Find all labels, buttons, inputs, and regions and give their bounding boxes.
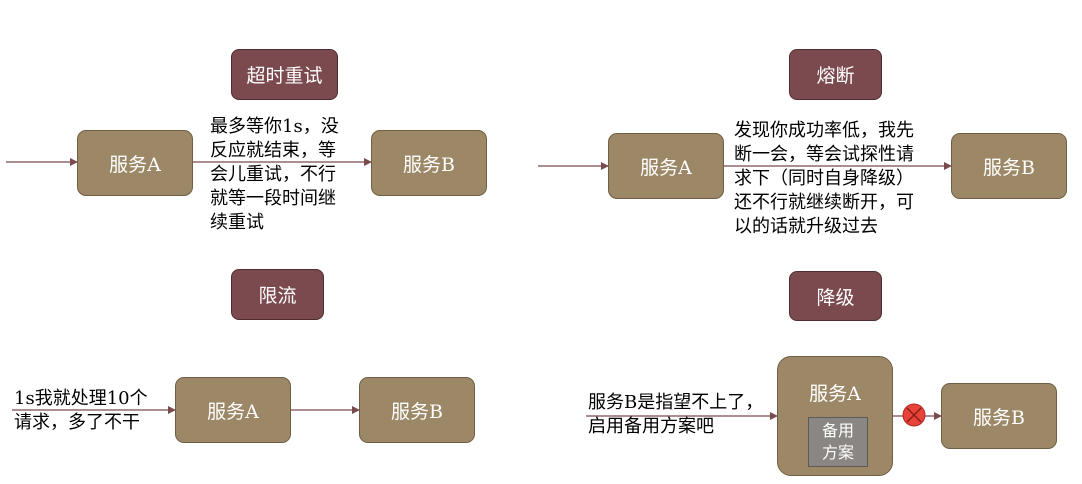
service-b-box: 服务B <box>941 383 1057 449</box>
service-a-box: 服务A <box>608 133 724 199</box>
note-line: 就等一段时间继 <box>210 188 336 209</box>
rate-limit-note: 1s我就处理10个 请求，多了不干 <box>14 387 148 435</box>
service-b-box: 服务B <box>359 377 475 443</box>
note-line: 请求，多了不干 <box>14 412 140 433</box>
note-line: 服务B是指望不上了， <box>588 392 764 413</box>
note-line: 还不行就继续断开，可 <box>734 192 914 213</box>
note-line: 以的话就升级过去 <box>734 216 878 237</box>
backup-line: 方案 <box>821 443 854 462</box>
circuit-breaker-title: 熔断 <box>789 49 882 100</box>
backup-line: 备用 <box>821 421 854 440</box>
note-line: 1s我就处理10个 <box>14 388 148 409</box>
note-line: 发现你成功率低，我先 <box>734 120 914 141</box>
service-b-box: 服务B <box>371 130 487 196</box>
note-line: 启用备用方案吧 <box>588 416 714 437</box>
timeout-retry-note: 最多等你1s，没 反应就结束，等 会儿重试，不行 就等一段时间继 续重试 <box>210 115 339 235</box>
note-line: 最多等你1s，没 <box>210 116 339 137</box>
rate-limit-title: 限流 <box>231 269 324 320</box>
backup-plan-box: 备用 方案 <box>808 417 868 467</box>
note-line: 会儿重试，不行 <box>210 164 336 185</box>
timeout-retry-title: 超时重试 <box>231 49 338 100</box>
circuit-breaker-note: 发现你成功率低，我先 断一会，等会试探性请 求下（同时自身降级） 还不行就继续断… <box>734 119 914 239</box>
service-a-box: 服务A <box>175 377 291 443</box>
service-a-label: 服务A <box>809 383 861 405</box>
note-line: 断一会，等会试探性请 <box>734 144 914 165</box>
degrade-note: 服务B是指望不上了， 启用备用方案吧 <box>588 391 763 439</box>
blocked-icon <box>902 403 926 427</box>
service-b-box: 服务B <box>951 133 1067 199</box>
note-line: 反应就结束，等 <box>210 140 336 161</box>
note-line: 续重试 <box>210 212 264 233</box>
note-line: 求下（同时自身降级） <box>734 168 914 189</box>
degrade-title: 降级 <box>789 271 882 321</box>
service-a-box: 服务A <box>77 130 193 196</box>
